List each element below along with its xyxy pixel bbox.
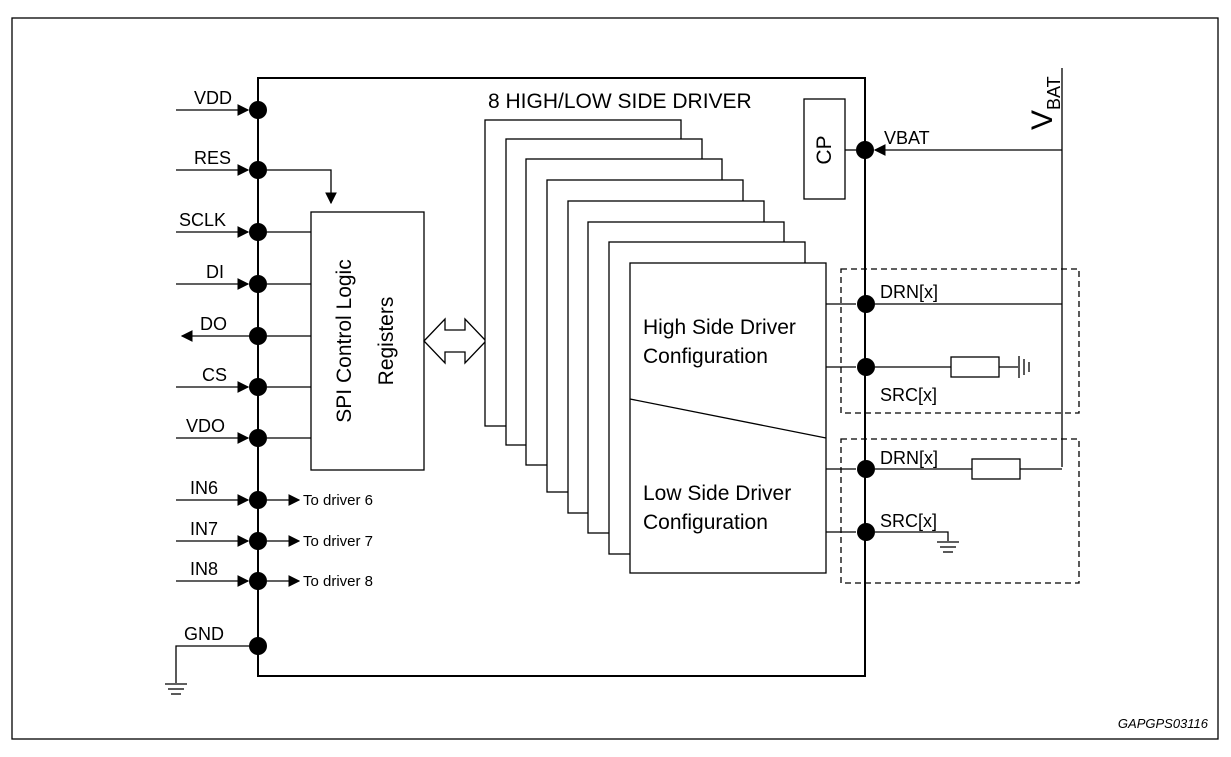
low-side-load-box — [840, 438, 1080, 584]
to-driver-7: To driver 7 — [303, 533, 373, 550]
pin-gnd: GND — [165, 624, 267, 695]
ground-symbol-hs — [1018, 356, 1030, 378]
vbat-rail-label-sub: BAT — [1044, 76, 1064, 110]
pin-label-sclk: SCLK — [179, 210, 226, 230]
pin-di: DI — [176, 262, 311, 293]
pin-label-di: DI — [206, 262, 224, 282]
ls-src-pin — [826, 523, 959, 553]
vbat-pin-label: VBAT — [884, 128, 930, 148]
pin-vdd: VDD — [176, 88, 267, 119]
high-side-load-box — [840, 268, 1080, 414]
low-side-line1: Low Side Driver — [643, 482, 791, 505]
hs-drn-label: DRN[x] — [880, 282, 938, 302]
ground-symbol-left — [165, 683, 187, 695]
high-side-line1: High Side Driver — [643, 316, 796, 339]
ground-symbol-ls — [937, 541, 959, 553]
to-driver-8: To driver 8 — [303, 573, 373, 590]
spi-label-line2: Registers — [375, 297, 398, 386]
ls-src-label: SRC[x] — [880, 511, 937, 531]
ls-load-resistor — [971, 458, 1021, 480]
ls-drn-pin — [826, 458, 1062, 480]
pin-do: DO — [180, 314, 311, 345]
pin-label-in6: IN6 — [190, 478, 218, 498]
diagram-title: 8 HIGH/LOW SIDE DRIVER — [488, 90, 752, 113]
pin-label-in7: IN7 — [190, 519, 218, 539]
vbat-rail-label-main: V — [1026, 110, 1059, 130]
hs-drn-pin — [826, 295, 1062, 313]
bidirectional-bus-arrow — [423, 317, 487, 365]
cp-label: CP — [813, 135, 836, 164]
hs-src-label: SRC[x] — [880, 385, 937, 405]
pin-sclk: SCLK — [176, 210, 311, 241]
to-driver-6: To driver 6 — [303, 492, 373, 509]
figure-id: GAPGPS03116 — [1118, 716, 1209, 731]
hs-src-pin — [826, 356, 1030, 378]
ls-drn-label: DRN[x] — [880, 448, 938, 468]
pin-cs: CS — [176, 365, 311, 396]
pin-label-res: RES — [194, 148, 231, 168]
pin-res: RES — [176, 148, 337, 205]
pin-in6: IN6 To driver 6 — [176, 478, 373, 509]
spi-label-line1: SPI Control Logic — [333, 259, 356, 422]
pin-label-in8: IN8 — [190, 559, 218, 579]
cp-block — [803, 98, 846, 200]
pin-label-do: DO — [200, 314, 227, 334]
pin-label-gnd: GND — [184, 624, 224, 644]
pin-label-vdd: VDD — [194, 88, 232, 108]
driver-stack — [484, 119, 827, 574]
pin-in7: IN7 To driver 7 — [176, 519, 373, 550]
ic-outline — [257, 77, 866, 677]
spi-control-block — [310, 211, 425, 471]
pin-label-cs: CS — [202, 365, 227, 385]
low-side-line2: Configuration — [643, 511, 768, 534]
vbat-rail: V BAT — [856, 68, 1064, 467]
hs-load-resistor — [950, 356, 1000, 378]
high-side-line2: Configuration — [643, 345, 768, 368]
figure-frame — [11, 17, 1219, 740]
pin-vdo: VDO — [176, 416, 311, 447]
pin-in8: IN8 To driver 8 — [176, 559, 373, 590]
pin-label-vdo: VDO — [186, 416, 225, 436]
driver-divider — [629, 398, 827, 439]
